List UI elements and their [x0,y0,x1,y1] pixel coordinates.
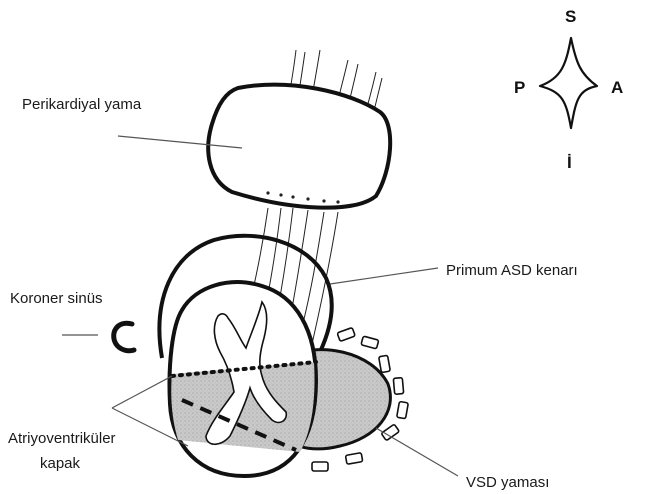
compass: S İ P A [514,7,623,172]
compass-inferior-label: İ [567,153,572,172]
label-vsd-patch: VSD yaması [466,474,549,491]
compass-star-icon [540,38,597,128]
pericardial-patch [208,85,390,208]
label-pericardial-patch: Perikardiyal yama [22,96,142,113]
compass-superior-label: S [565,7,576,26]
compass-anterior-label: A [611,78,623,97]
label-av-valve-line2: kapak [40,455,81,472]
compass-posterior-label: P [514,78,525,97]
label-av-valve-line1: Atriyoventriküler [8,430,116,447]
label-primum-asd-rim: Primum ASD kenarı [446,262,578,279]
coronary-sinus-mark [114,323,134,350]
label-coronary-sinus: Koroner sinüs [10,290,103,307]
